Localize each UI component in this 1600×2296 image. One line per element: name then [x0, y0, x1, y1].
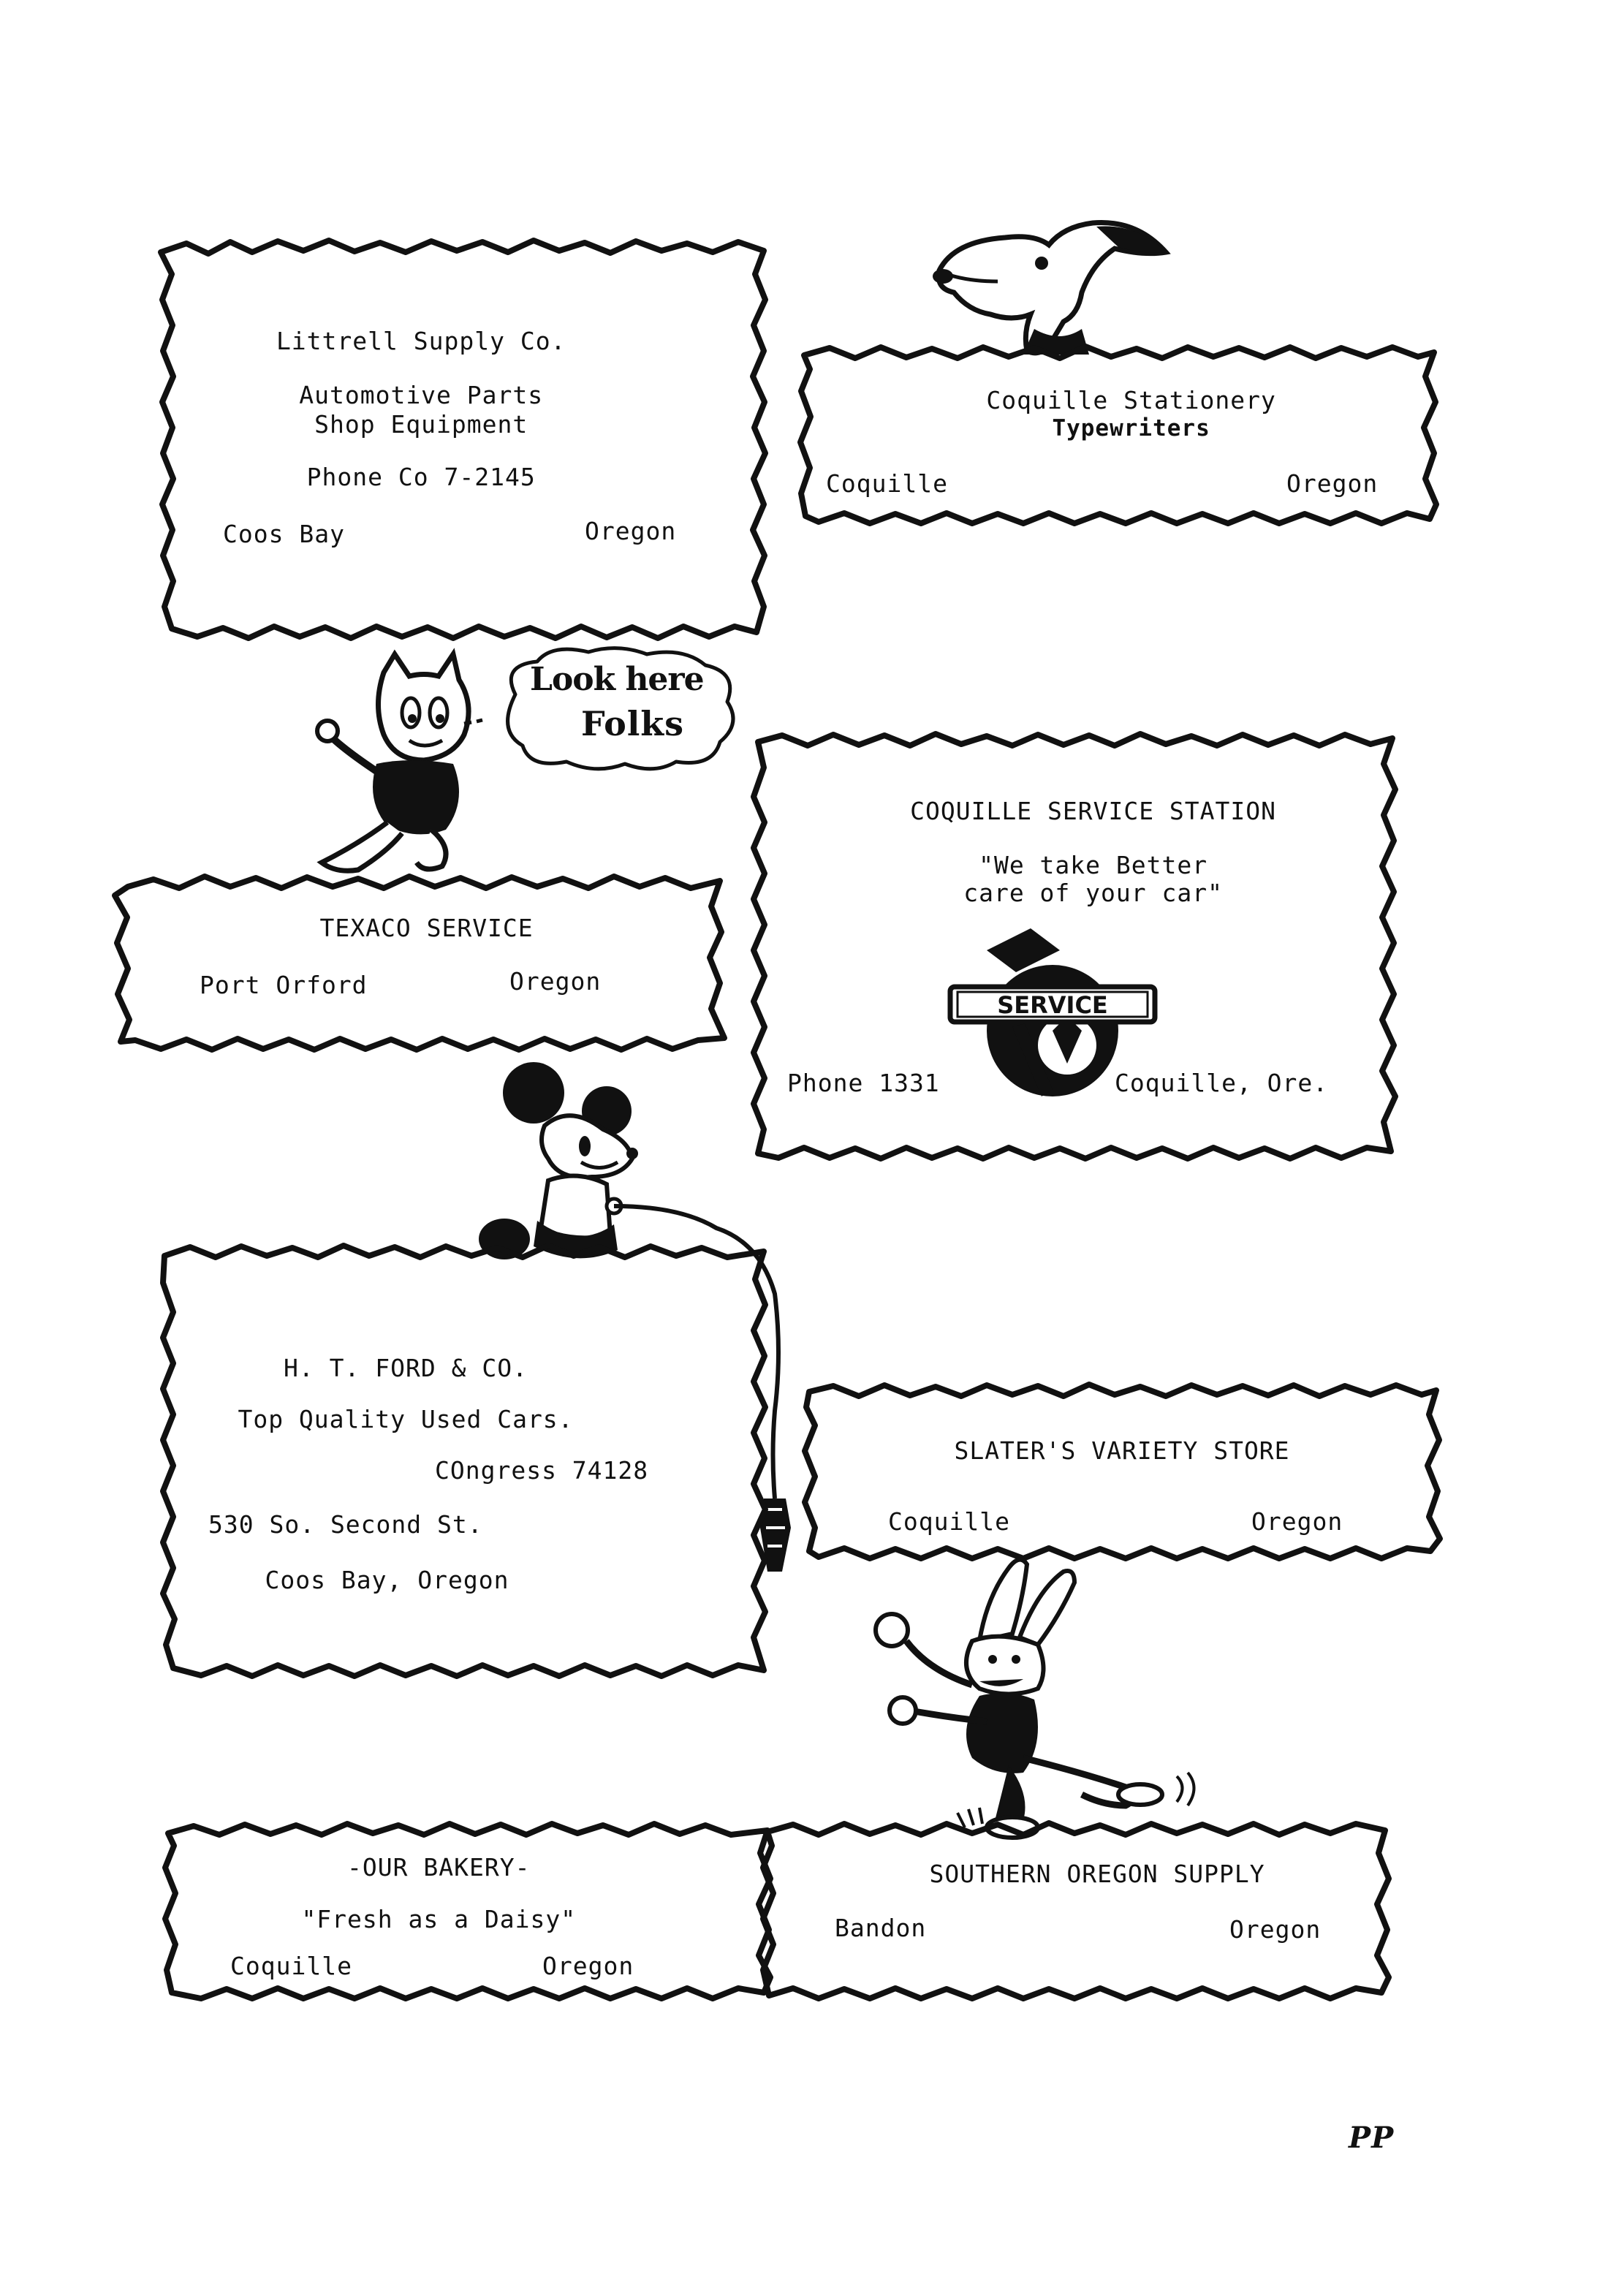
mouse-cartoon	[479, 1062, 791, 1572]
ad-our-bakery: -OUR BAKERY- "Fresh as a Daisy" Coquille…	[161, 1820, 778, 2003]
service-emblem: SERVICE	[947, 928, 1158, 1096]
ad-stationery-city: Coquille	[826, 469, 948, 498]
ad-border	[158, 238, 768, 641]
ad-ford-city: Coos Bay, Oregon	[265, 1566, 509, 1594]
ad-southern-state: Oregon	[1229, 1915, 1322, 1944]
ad-southern-city: Bandon	[835, 1914, 927, 1942]
ad-stationery-name: Coquille Stationery	[986, 386, 1276, 414]
ad-border	[802, 1382, 1443, 1561]
ad-littrell-supply: Littrell Supply Co. Automotive Parts Sho…	[157, 238, 771, 643]
ad-coquille-stationery: Coquille Stationery Typewriters Coquille…	[797, 344, 1440, 526]
ad-bakery-state: Oregon	[542, 1952, 634, 1980]
ad-border	[751, 731, 1398, 1162]
ad-littrell-name: Littrell Supply Co.	[276, 327, 566, 355]
ad-slater-city: Coquille	[888, 1507, 1010, 1536]
ad-service-station-slogan1: "We take Better	[979, 851, 1208, 879]
speech-bubble: Look here Folks	[486, 643, 749, 775]
ad-border	[760, 1820, 1392, 2001]
speech-bubble-line2: Folks	[581, 704, 685, 743]
ad-ht-ford: H. T. FORD & CO. Top Quality Used Cars. …	[157, 1243, 778, 1681]
signature-initials: PP	[1349, 2121, 1395, 2155]
ad-texaco-city: Port Orford	[200, 971, 368, 999]
ad-service-station-phone: Phone 1331	[787, 1069, 940, 1097]
ad-bakery-slogan: "Fresh as a Daisy"	[301, 1905, 577, 1933]
dog-cartoon	[933, 220, 1171, 356]
ad-border	[162, 1821, 773, 2001]
speech-bubble-outline	[506, 646, 735, 771]
ad-slaters-variety-store: SLATER'S VARIETY STORE Coquille Oregon	[800, 1382, 1444, 1564]
ad-littrell-city: Coos Bay	[223, 520, 345, 548]
ad-service-station-name: COQUILLE SERVICE STATION	[910, 797, 1277, 825]
ad-border	[160, 1243, 768, 1679]
ad-bakery-name: -OUR BAKERY-	[347, 1853, 531, 1882]
ad-service-station-city: Coquille, Ore.	[1115, 1069, 1329, 1097]
ad-border	[797, 344, 1439, 526]
ad-service-station-slogan2: care of your car"	[963, 879, 1223, 907]
service-emblem-label: SERVICE	[997, 991, 1108, 1019]
ad-littrell-state: Oregon	[585, 517, 677, 545]
ad-ford-phone: COngress 74128	[435, 1456, 649, 1485]
rabbit-cartoon	[873, 1557, 1196, 1840]
ad-stationery-state: Oregon	[1286, 469, 1379, 498]
ad-ford-address: 530 So. Second St.	[208, 1510, 483, 1539]
ad-texaco-name: TEXACO SERVICE	[319, 914, 534, 942]
ad-ford-line1: Top Quality Used Cars.	[238, 1405, 574, 1433]
ad-slater-name: SLATER'S VARIETY STORE	[954, 1436, 1290, 1465]
ad-texaco-state: Oregon	[509, 967, 602, 996]
ad-bakery-city: Coquille	[230, 1952, 352, 1980]
ad-slater-state: Oregon	[1251, 1507, 1343, 1536]
ad-ford-name: H. T. FORD & CO.	[284, 1354, 528, 1382]
ad-littrell-line1: Automotive Parts	[299, 381, 544, 409]
ad-border	[112, 874, 727, 1053]
ad-littrell-line2: Shop Equipment	[314, 410, 528, 439]
ad-coquille-service-station: COQUILLE SERVICE STATION "We take Better…	[749, 731, 1411, 1162]
ad-stationery-line1: Typewriters	[1052, 415, 1210, 442]
speech-bubble-line1: Look here	[530, 661, 705, 698]
cat-cartoon	[315, 648, 483, 874]
ad-texaco-service: TEXACO SERVICE Port Orford Oregon	[106, 874, 735, 1053]
ad-southern-name: SOUTHERN OREGON SUPPLY	[929, 1860, 1265, 1888]
ad-littrell-phone: Phone Co 7-2145	[306, 463, 536, 491]
ad-southern-oregon-supply: SOUTHERN OREGON SUPPLY Bandon Oregon	[760, 1820, 1396, 2003]
